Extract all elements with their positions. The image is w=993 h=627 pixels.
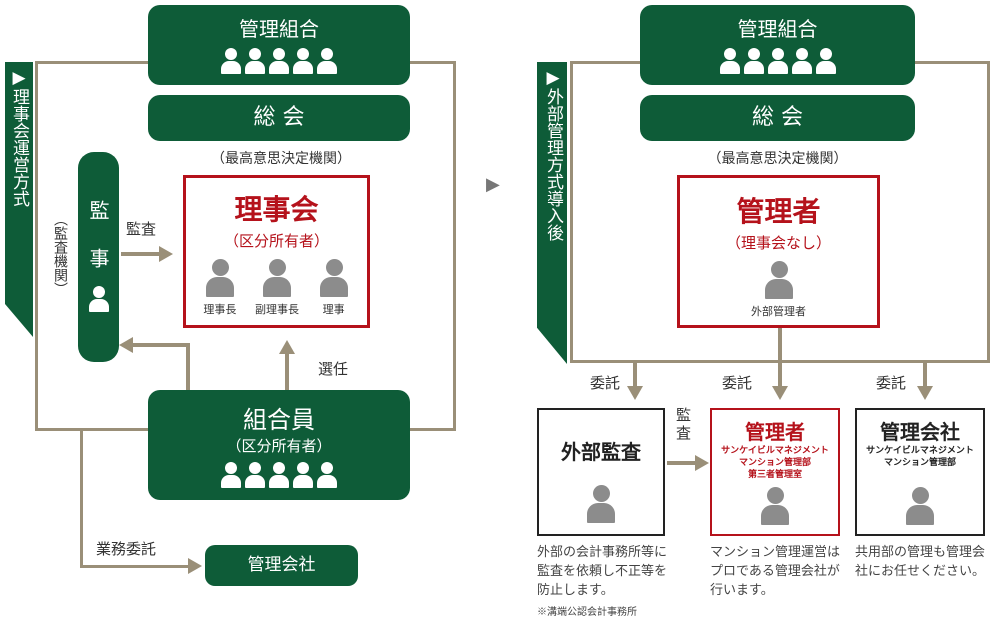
frame-line bbox=[570, 61, 640, 64]
kanrisha-box: 管理者 （理事会なし） 外部管理者 bbox=[677, 175, 880, 328]
audit-arrow bbox=[121, 252, 161, 256]
member-label: 理事長 bbox=[203, 303, 237, 316]
person-icon bbox=[220, 462, 242, 488]
arrow-down-icon bbox=[772, 386, 788, 400]
kanri-gaisha-sub: サンケイビルマネジメント マンション管理部 bbox=[866, 446, 974, 468]
rijikai-box: 理事会 （区分所有者） 理事長 副理事長 理事 bbox=[183, 175, 370, 328]
person-icon bbox=[760, 487, 790, 525]
kanri-gaisha-title: 管理会社 bbox=[880, 420, 960, 444]
kumiaiin-sub: （区分所有者） bbox=[226, 437, 332, 455]
frame-line bbox=[35, 61, 38, 431]
outsource-line bbox=[80, 428, 83, 568]
audit-arrow bbox=[667, 461, 697, 465]
sokai-box: 総 会 bbox=[640, 95, 915, 141]
frame-line bbox=[35, 61, 148, 64]
kanrisha-detail-box: 管理者 サンケイビルマネジメント マンション管理部 第三者管理室 bbox=[710, 408, 840, 536]
itaku-label: 委託 bbox=[876, 374, 907, 392]
members-icons bbox=[148, 48, 410, 78]
person-icon bbox=[764, 261, 794, 299]
kanji-note: （監査機関） bbox=[52, 212, 68, 296]
rijikai-title: 理事会 bbox=[234, 193, 319, 226]
person-icon bbox=[88, 286, 110, 312]
itaku-arrow bbox=[923, 362, 927, 388]
kanji-label: 監 事 bbox=[86, 200, 110, 272]
person-icon bbox=[316, 462, 338, 488]
sokai-box: 総 会 bbox=[148, 95, 410, 141]
audit-label: 監査 bbox=[126, 220, 157, 238]
person-icon bbox=[268, 462, 290, 488]
kumiaiin-title: 組合員 bbox=[243, 406, 315, 434]
arrow-down-icon bbox=[917, 386, 933, 400]
person-icon bbox=[292, 48, 314, 74]
kanri-kumiai-label: 管理組合 bbox=[239, 17, 319, 41]
senin-arrow bbox=[285, 352, 289, 390]
kanri-gaisha-detail-box: 管理会社 サンケイビルマネジメント マンション管理部 bbox=[855, 408, 985, 536]
frame-line bbox=[453, 61, 456, 431]
kanji-arrow bbox=[186, 343, 190, 390]
person-icon bbox=[316, 48, 338, 74]
frame-line bbox=[35, 428, 148, 431]
kanji-box: 監 事 bbox=[78, 152, 119, 362]
person-icon bbox=[743, 48, 765, 74]
person-icon bbox=[205, 259, 235, 297]
frame-line bbox=[410, 61, 456, 64]
gaibu-kansa-box: 外部監査 bbox=[537, 408, 665, 536]
person-icon bbox=[586, 485, 616, 523]
arrow-up-icon bbox=[279, 340, 295, 354]
frame-line bbox=[410, 428, 456, 431]
kanrisha-detail-sub: サンケイビルマネジメント マンション管理部 第三者管理室 bbox=[721, 446, 829, 480]
frame-line bbox=[915, 61, 990, 64]
person-icon bbox=[262, 259, 292, 297]
kanri-gaisha-desc: 共用部の管理も管理会社にお任せください。 bbox=[855, 545, 986, 579]
arrow-down-icon bbox=[627, 386, 643, 400]
member-label: 理事 bbox=[322, 303, 345, 316]
kanji-arrow bbox=[132, 343, 190, 347]
gyomu-label: 業務委託 bbox=[96, 540, 157, 558]
itaku-arrow bbox=[633, 362, 637, 388]
arrow-right-icon bbox=[159, 246, 173, 262]
person-icon bbox=[815, 48, 837, 74]
kanri-kumiai-label: 管理組合 bbox=[737, 17, 818, 41]
audit-label: 監査 bbox=[676, 406, 692, 442]
kumiaiin-box: 組合員 （区分所有者） bbox=[148, 390, 410, 500]
gaibu-kansa-title: 外部監査 bbox=[561, 440, 641, 464]
person-icon bbox=[244, 48, 266, 74]
kanrisha-sub: （理事会なし） bbox=[725, 234, 831, 252]
person-icon bbox=[767, 48, 789, 74]
person-icon bbox=[292, 462, 314, 488]
kanri-kumiai-box: 管理組合 bbox=[148, 5, 410, 85]
kanri-kumiai-box: 管理組合 bbox=[640, 5, 915, 85]
member-label: 副理事長 bbox=[254, 303, 299, 316]
arrow-right-icon bbox=[695, 455, 709, 471]
frame-line bbox=[987, 61, 990, 363]
gaibu-kansa-desc: 外部の会計事務所等に監査を依頼し不正等を防止します。 bbox=[537, 545, 668, 598]
person-icon bbox=[719, 48, 741, 74]
arrow-left-icon bbox=[119, 337, 133, 353]
person-icon bbox=[268, 48, 290, 74]
person-icon bbox=[244, 462, 266, 488]
person-icon bbox=[791, 48, 813, 74]
kanri-gaisha-box: 管理会社 bbox=[205, 545, 358, 586]
outsource-line bbox=[80, 565, 190, 568]
itaku-arrow bbox=[778, 328, 782, 388]
frame-line bbox=[570, 61, 573, 363]
sokai-note: （最高意思決定機関） bbox=[707, 151, 848, 167]
member-label: 外部管理者 bbox=[751, 305, 806, 318]
person-icon bbox=[319, 259, 349, 297]
itaku-label: 委託 bbox=[590, 374, 621, 392]
kanrisha-title: 管理者 bbox=[736, 195, 821, 228]
right-banner: ▶外部管理方式導入後 bbox=[537, 62, 567, 364]
arrow-right-icon bbox=[188, 558, 202, 574]
senin-label: 選任 bbox=[318, 360, 349, 378]
left-banner: ▶理事会運営方式 bbox=[5, 62, 33, 337]
sokai-note: （最高意思決定機関） bbox=[211, 151, 351, 167]
person-icon bbox=[220, 48, 242, 74]
itaku-label: 委託 bbox=[722, 374, 753, 392]
person-icon bbox=[905, 487, 935, 525]
gaibu-kansa-note: ※溝端公認会計事務所 bbox=[537, 607, 637, 618]
rijikai-sub: （区分所有者） bbox=[223, 232, 329, 250]
kanrisha-detail-title: 管理者 bbox=[745, 420, 805, 444]
transition-arrow-icon: ▶ bbox=[486, 174, 500, 195]
kanrisha-desc: マンション管理運営はプロである管理会社が行います。 bbox=[710, 545, 841, 598]
